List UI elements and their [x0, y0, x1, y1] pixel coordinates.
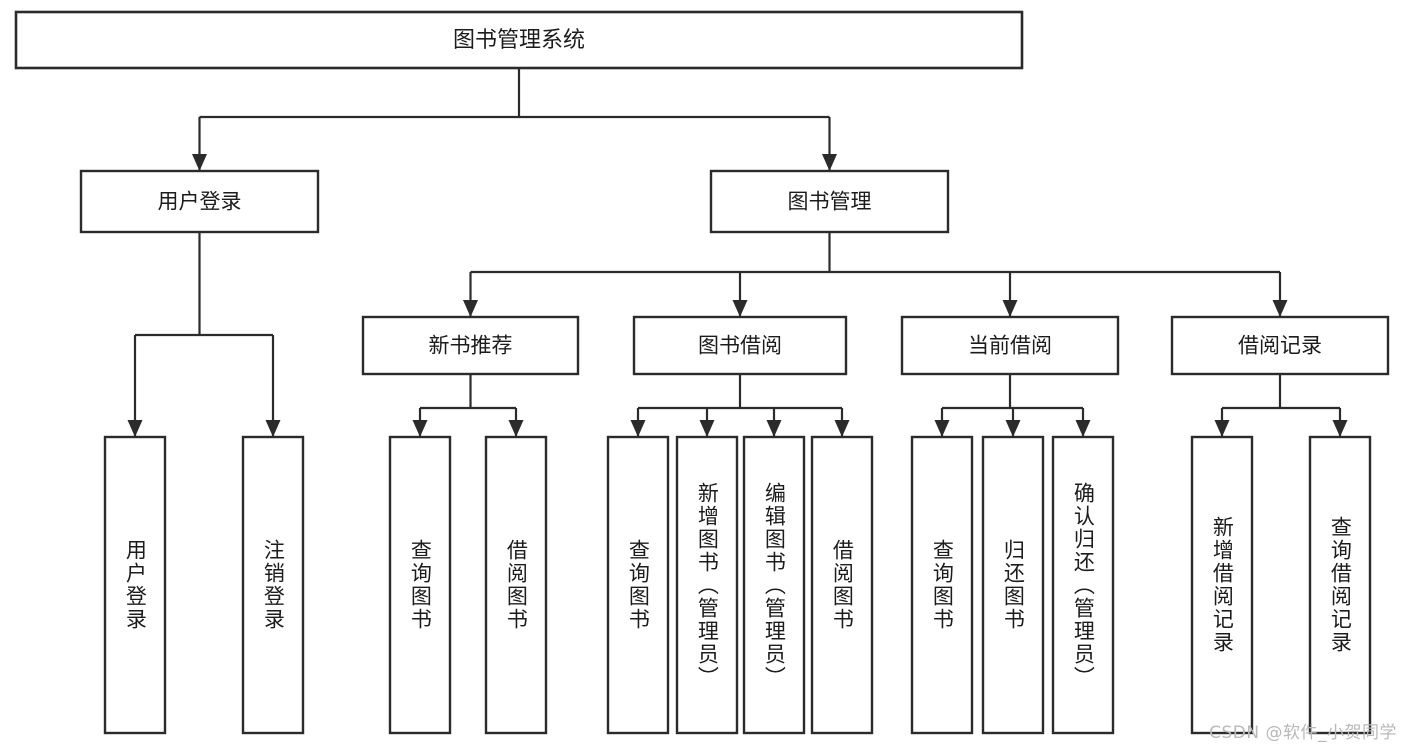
node-box-leaf-query-book-recommend[interactable]: [388, 435, 452, 735]
arrow-head-icon: [412, 420, 428, 437]
node-leaf-user-logout[interactable]: [241, 435, 305, 735]
arrow-head-icon: [1272, 300, 1288, 317]
node-leaf-edit-book[interactable]: [742, 435, 806, 735]
arrow-head-icon: [766, 420, 782, 437]
node-box-leaf-user-logout[interactable]: [241, 435, 305, 735]
node-leaf-borrow-book-recommend[interactable]: [484, 435, 548, 735]
node-book-manage[interactable]: 图书管理: [709, 169, 950, 234]
arrow-head-icon: [192, 154, 207, 171]
node-current-borrow[interactable]: 当前借阅: [900, 315, 1120, 376]
arrow-head-icon: [1002, 300, 1018, 317]
node-book-borrow[interactable]: 图书借阅: [632, 315, 848, 376]
node-box-leaf-query-book-borrow[interactable]: [606, 435, 670, 735]
arrow-head-icon: [699, 420, 715, 437]
node-box-root[interactable]: [14, 10, 1024, 70]
node-label-book-manage: 图书管理: [788, 190, 872, 214]
node-box-leaf-borrow-book[interactable]: [810, 435, 874, 735]
node-box-leaf-confirm-return[interactable]: [1051, 435, 1115, 735]
node-leaf-add-borrow-record[interactable]: [1190, 435, 1254, 735]
node-leaf-query-book-recommend[interactable]: [388, 435, 452, 735]
arrow-head-icon: [1214, 420, 1230, 437]
node-box-book-borrow[interactable]: [632, 315, 848, 376]
arrow-head-icon: [934, 420, 950, 437]
arrow-head-icon: [732, 300, 748, 317]
node-root[interactable]: 图书管理系统: [14, 10, 1024, 70]
arrow-head-icon: [265, 420, 281, 437]
watermark-text: CSDN @软件_小贺同学: [1209, 723, 1397, 743]
arrow-head-icon: [463, 300, 478, 317]
node-user-login[interactable]: 用户登录: [79, 169, 320, 234]
node-label-root: 图书管理系统: [453, 28, 585, 53]
node-leaf-borrow-book[interactable]: [810, 435, 874, 735]
arrow-head-icon: [822, 154, 837, 171]
edge-layer: [127, 68, 1348, 437]
arrow-head-icon: [834, 420, 850, 437]
node-box-leaf-user-login[interactable]: [103, 435, 167, 735]
node-box-leaf-borrow-book-recommend[interactable]: [484, 435, 548, 735]
node-box-leaf-query-borrow-record[interactable]: [1308, 435, 1372, 735]
node-label-book-borrow: 图书借阅: [698, 334, 782, 358]
arrow-head-icon: [1332, 420, 1348, 437]
arrow-head-icon: [1005, 420, 1021, 437]
node-box-borrow-record[interactable]: [1170, 315, 1390, 376]
node-label-user-login: 用户登录: [158, 190, 242, 214]
node-leaf-query-book-current[interactable]: [910, 435, 974, 735]
arrow-head-icon: [630, 420, 646, 437]
node-box-current-borrow[interactable]: [900, 315, 1120, 376]
node-leaf-return-book[interactable]: [981, 435, 1045, 735]
node-box-book-manage[interactable]: [709, 169, 950, 234]
node-box-new-book-recommend[interactable]: [361, 315, 580, 376]
node-box-leaf-edit-book[interactable]: [742, 435, 806, 735]
node-leaf-query-book-borrow[interactable]: [606, 435, 670, 735]
node-leaf-user-login[interactable]: [103, 435, 167, 735]
node-box-leaf-add-borrow-record[interactable]: [1190, 435, 1254, 735]
arrow-head-icon: [508, 420, 524, 437]
arrow-head-icon: [127, 420, 143, 437]
node-label-borrow-record: 借阅记录: [1238, 334, 1322, 358]
node-leaf-confirm-return[interactable]: [1051, 435, 1115, 735]
node-box-leaf-return-book[interactable]: [981, 435, 1045, 735]
node-box-leaf-query-book-current[interactable]: [910, 435, 974, 735]
node-label-new-book-recommend: 新书推荐: [429, 334, 513, 358]
node-leaf-query-borrow-record[interactable]: [1308, 435, 1372, 735]
node-new-book-recommend[interactable]: 新书推荐: [361, 315, 580, 376]
node-leaf-add-book[interactable]: [675, 435, 739, 735]
node-box-user-login[interactable]: [79, 169, 320, 234]
node-label-current-borrow: 当前借阅: [968, 334, 1052, 358]
node-borrow-record[interactable]: 借阅记录: [1170, 315, 1390, 376]
node-box-leaf-add-book[interactable]: [675, 435, 739, 735]
arrow-head-icon: [1075, 420, 1091, 437]
